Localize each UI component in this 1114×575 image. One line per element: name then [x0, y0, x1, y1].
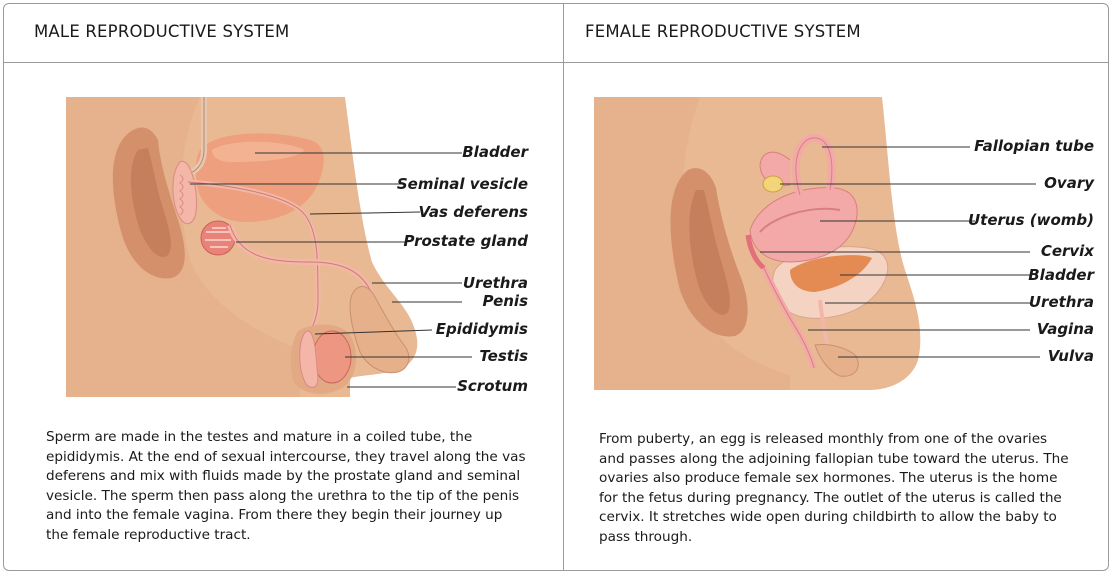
label-urethra: Urethra: [463, 274, 528, 292]
label-ovary: Ovary: [1044, 174, 1095, 192]
label-penis: Penis: [482, 292, 528, 310]
label-scrotum: Scrotum: [457, 377, 528, 395]
female-description: From puberty, an egg is released monthly…: [599, 430, 1069, 548]
label-urethra-female: Urethra: [1029, 293, 1094, 311]
label-epididymis: Epididymis: [436, 320, 528, 338]
label-vulva: Vulva: [1048, 347, 1094, 365]
label-vas-deferens: Vas deferens: [418, 203, 528, 221]
label-uterus: Uterus (womb): [968, 211, 1094, 229]
label-seminal-vesicle: Seminal vesicle: [397, 175, 528, 193]
label-vagina: Vagina: [1037, 320, 1094, 338]
male-anatomy-illustration: Bladder Seminal vesicle Vas deferens Pro…: [66, 97, 530, 397]
label-bladder: Bladder: [462, 143, 529, 161]
female-anatomy-illustration: Fallopian tube Ovary Uterus (womb) Cervi…: [594, 97, 1096, 390]
label-fallopian-tube: Fallopian tube: [974, 137, 1094, 155]
label-prostate-gland: Prostate gland: [404, 232, 529, 250]
label-bladder-female: Bladder: [1028, 266, 1095, 284]
label-cervix: Cervix: [1041, 242, 1095, 260]
label-testis: Testis: [479, 347, 528, 365]
male-description: Sperm are made in the testes and mature …: [46, 428, 526, 546]
